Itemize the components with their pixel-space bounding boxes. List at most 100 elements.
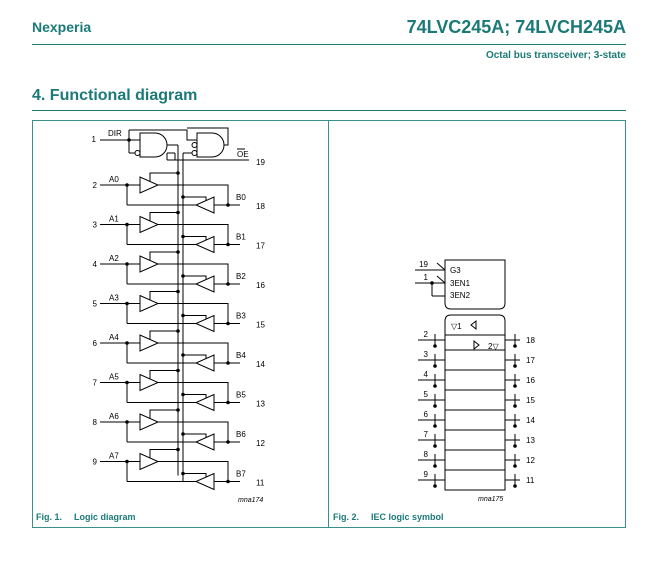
enable-tap <box>149 409 178 414</box>
enable-tap <box>183 473 207 478</box>
b-pin-number: 12 <box>256 439 265 448</box>
ctrl-label: G3 <box>450 266 461 275</box>
left-pin-number: 8 <box>424 450 429 459</box>
enable-tap <box>149 330 178 335</box>
buffer-a-to-b <box>139 215 160 234</box>
b-pin-number: 11 <box>256 479 265 488</box>
oe-label: OE <box>237 150 249 159</box>
junction-dot <box>176 210 180 215</box>
left-pin-number: 2 <box>424 330 429 339</box>
b-pin-number: 16 <box>256 281 265 290</box>
section-rule <box>32 110 626 111</box>
iec-symbol: G33EN13EN2191▽12▽21831741651561471381291… <box>415 259 535 503</box>
b-label: B7 <box>236 470 246 479</box>
inverter-bubble <box>191 150 198 156</box>
left-pin-number: 9 <box>424 470 429 479</box>
figure-frame <box>32 120 626 528</box>
neg-mark <box>436 275 446 284</box>
logic-diagram: 1DIROE192A0B0183A1B1174A2B2165A3B3156A4B… <box>92 127 265 504</box>
figure-divider <box>328 120 329 528</box>
junction-dot <box>176 250 180 254</box>
control-block <box>444 259 506 310</box>
enable-tap <box>149 370 178 375</box>
ctrl-label: 3EN1 <box>450 279 471 288</box>
junction-dot <box>181 313 185 318</box>
junction-dot <box>176 329 180 333</box>
b-label: B6 <box>236 430 246 439</box>
right-pin-number: 16 <box>526 376 535 385</box>
junction-dot <box>433 404 437 408</box>
header-rule <box>32 44 626 45</box>
brand-name: Nexperia <box>32 19 92 35</box>
junction-dot <box>433 424 437 428</box>
a-label: A0 <box>109 175 119 184</box>
junction-dot <box>433 384 437 388</box>
ctrl-pin-number: 19 <box>419 260 428 269</box>
dir-pin-number: 1 <box>92 135 97 144</box>
buffer-b-to-a <box>194 235 215 254</box>
junction-dot <box>181 392 185 397</box>
b-pin-number: 18 <box>256 202 265 211</box>
right-pin-number: 13 <box>526 436 535 445</box>
fig1-title: Logic diagram <box>74 512 136 522</box>
junction-dot <box>513 484 517 488</box>
right-pin-number: 14 <box>526 416 535 425</box>
fig2-caption: Fig. 2. IEC logic symbol <box>333 512 444 522</box>
fig2-code: mna175 <box>478 496 503 503</box>
a-label: A7 <box>109 452 119 461</box>
fig1-code: mna174 <box>238 497 263 504</box>
b-vertical <box>212 342 229 363</box>
buffer-b-to-a <box>194 472 215 491</box>
junction-dot <box>181 432 185 436</box>
fig2-title: IEC logic symbol <box>371 512 444 522</box>
junction-dot <box>176 408 180 412</box>
b-vertical <box>212 382 229 403</box>
b-label: B1 <box>236 233 246 242</box>
a-pin-number: 8 <box>93 418 98 427</box>
left-pin-number: 4 <box>424 370 429 379</box>
b-vertical <box>212 184 229 205</box>
a-pin-number: 3 <box>93 221 98 230</box>
right-pin-number: 12 <box>526 456 535 465</box>
buffer-b-to-a <box>194 354 215 372</box>
enable-tap <box>183 196 207 201</box>
buffer-b-to-a <box>194 314 215 333</box>
inverter-bubble <box>134 150 141 156</box>
a-label: A1 <box>109 215 119 224</box>
row-qualifier-left: ▽1 <box>451 322 462 331</box>
enable-tap <box>149 212 178 217</box>
junction-dot <box>513 424 517 428</box>
buffer-b-to-a <box>194 196 215 214</box>
junction-dot <box>176 171 180 175</box>
buffer-b-to-a <box>194 433 215 451</box>
inverter-bubble <box>191 142 198 148</box>
neg-mark <box>436 262 446 271</box>
junction-dot <box>433 484 437 488</box>
fig2-number: Fig. 2. <box>333 512 360 522</box>
enable-tap <box>149 291 178 296</box>
b-label: B5 <box>236 391 246 400</box>
product-subtitle: Octal bus transceiver; 3-state <box>485 50 626 61</box>
and-gate-2 <box>196 132 225 158</box>
ctrl-pin-number: 1 <box>424 273 429 282</box>
enable-tap <box>183 394 207 399</box>
b-vertical <box>212 421 229 442</box>
enable-tap <box>183 354 207 359</box>
junction-dot <box>433 444 437 448</box>
b-pin-number: 14 <box>256 360 265 369</box>
junction-dot <box>181 234 185 239</box>
b-vertical <box>212 461 229 482</box>
a-pin-number: 9 <box>93 458 98 467</box>
junction-dot <box>181 274 185 278</box>
left-pin-number: 7 <box>424 430 429 439</box>
junction-dot <box>181 195 185 199</box>
left-pin-number: 6 <box>424 410 429 419</box>
enable-tap <box>183 315 207 320</box>
direction-triangle <box>473 339 480 351</box>
enable-tap <box>183 433 207 438</box>
